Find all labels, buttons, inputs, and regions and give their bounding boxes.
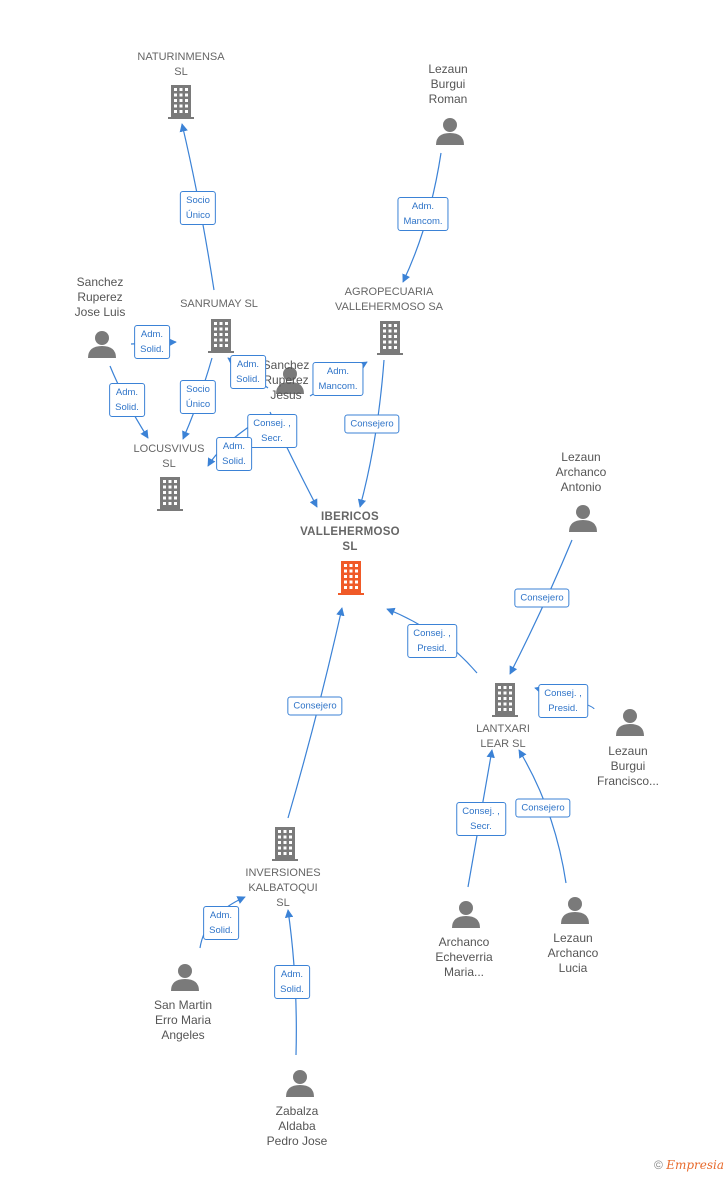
relation-label[interactable]: Adm. Solid. — [274, 965, 310, 999]
agropecuaria-building-icon[interactable] — [377, 321, 403, 355]
sanchez_jose_luis-person-icon[interactable] — [88, 331, 116, 358]
node-label-zabalza[interactable]: Zabalza Aldaba Pedro Jose — [266, 1104, 328, 1148]
relation-label[interactable]: Consejero — [344, 414, 400, 434]
relation-label[interactable]: Adm. Mancom. — [397, 197, 449, 231]
node-label-lezaun_antonio[interactable]: Lezaun Archanco Antonio — [555, 450, 607, 494]
edge-agropecuaria-to-ibericos — [357, 359, 385, 508]
relation-label[interactable]: Consej. , Secr. — [456, 802, 506, 836]
sanmartin-person-icon[interactable] — [171, 964, 199, 991]
relation-label[interactable]: Adm. Solid. — [216, 437, 252, 471]
sanrumay-building-icon[interactable] — [208, 319, 234, 353]
nodes-layer — [88, 85, 644, 1097]
node-label-locusvivus[interactable]: LOCUSVIVUS SL — [133, 443, 205, 470]
relation-label[interactable]: Adm. Mancom. — [312, 362, 364, 396]
naturinmensa-building-icon[interactable] — [168, 85, 194, 119]
copyright-symbol: © — [654, 1158, 663, 1172]
node-label-lantxari[interactable]: LANTXARI LEAR SL — [476, 723, 530, 750]
relation-label[interactable]: Consejero — [287, 696, 343, 716]
brand-logo[interactable]: Empresia — [666, 1158, 724, 1172]
lezaun_francisco-person-icon[interactable] — [616, 709, 644, 736]
zabalza-person-icon[interactable] — [286, 1070, 314, 1097]
relation-label[interactable]: Socio Único — [179, 380, 217, 414]
relation-label[interactable]: Consej. , Secr. — [247, 414, 297, 448]
footer: © Empresia — [654, 1158, 724, 1172]
node-label-sanmartin[interactable]: San Martin Erro Maria Angeles — [153, 998, 213, 1042]
node-label-lezaun_roman[interactable]: Lezaun Burgui Roman — [428, 62, 468, 106]
relation-label[interactable]: Socio Único — [179, 191, 217, 225]
node-label-agropecuaria[interactable]: AGROPECUARIA VALLEHERMOSO SA — [335, 286, 443, 313]
node-label-sanrumay[interactable]: SANRUMAY SL — [180, 298, 258, 310]
relation-label[interactable]: Adm. Solid. — [134, 325, 170, 359]
node-label-sanchez_jose_luis[interactable]: Sanchez Ruperez Jose Luis — [74, 275, 126, 319]
lezaun_lucia-person-icon[interactable] — [561, 897, 589, 924]
relation-label[interactable]: Adm. Solid. — [203, 906, 239, 940]
relation-label[interactable]: Consej. , Presid. — [407, 624, 457, 658]
node-label-lezaun_francisco[interactable]: Lezaun Burgui Francisco... — [596, 744, 660, 788]
lezaun_antonio-person-icon[interactable] — [569, 505, 597, 532]
relation-label[interactable]: Consejero — [515, 798, 571, 818]
node-label-naturinmensa[interactable]: NATURINMENSA SL — [137, 51, 225, 78]
node-label-archanco_maria[interactable]: Archanco Echeverria Maria... — [435, 935, 493, 979]
archanco_maria-person-icon[interactable] — [452, 901, 480, 928]
relation-label[interactable]: Consej. , Presid. — [538, 684, 588, 718]
lezaun_roman-person-icon[interactable] — [436, 118, 464, 145]
relation-label[interactable]: Consejero — [514, 588, 570, 608]
relation-label[interactable]: Adm. Solid. — [109, 383, 145, 417]
inversiones-building-icon[interactable] — [272, 827, 298, 861]
lantxari-building-icon[interactable] — [492, 683, 518, 717]
locusvivus-building-icon[interactable] — [157, 477, 183, 511]
sanchez_jesus-person-icon[interactable] — [276, 367, 304, 394]
node-label-sanchez_jesus[interactable]: Sanchez Ruperez Jesus — [262, 358, 310, 402]
node-label-lezaun_lucia[interactable]: Lezaun Archanco Lucia — [547, 931, 599, 975]
node-label-inversiones[interactable]: INVERSIONES KALBATOQUI SL — [245, 867, 321, 909]
ibericos-building-icon[interactable] — [338, 561, 364, 595]
node-label-ibericos[interactable]: IBERICOS VALLEHERMOSO SL — [300, 511, 400, 553]
relation-label[interactable]: Adm. Solid. — [230, 355, 266, 389]
